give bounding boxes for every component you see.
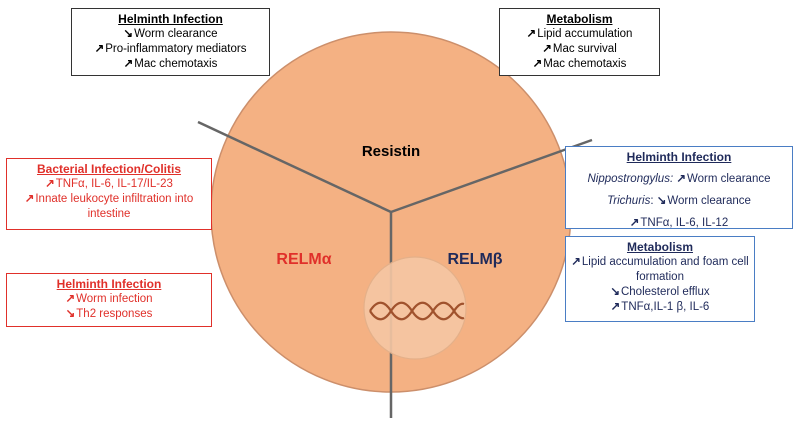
line-text: Mac chemotaxis xyxy=(134,58,218,70)
box-line: ↗TNFα, IL-6, IL-17/IL-23 xyxy=(11,177,207,192)
resistin-helminth-box: Helminth Infection ↘Worm clearance ↗Pro-… xyxy=(71,8,270,76)
box-title: Helminth Infection xyxy=(626,150,732,164)
down-arrow-icon: ↘ xyxy=(656,195,667,207)
box-line: ↗Mac survival xyxy=(504,42,655,57)
up-arrow-icon: ↗ xyxy=(571,256,581,268)
line-text: Worm clearance xyxy=(134,28,218,40)
down-arrow-icon: ↘ xyxy=(610,286,620,298)
line-text: Worm clearance xyxy=(667,195,751,207)
line-text: TNFα, IL-6, IL-12 xyxy=(640,217,729,229)
up-arrow-icon: ↗ xyxy=(24,193,35,205)
line-text: Worm infection xyxy=(76,293,153,305)
box-line: ↘Worm clearance xyxy=(76,27,265,42)
box-line: ↗Lipid accumulation and foam cell format… xyxy=(570,255,750,285)
up-arrow-icon: ↗ xyxy=(45,178,55,190)
separator: : xyxy=(650,195,654,207)
relm-alpha-label: RELMα xyxy=(276,251,331,268)
line-text: TNFα,IL-1 β, IL-6 xyxy=(621,301,710,313)
box-line: ↘Cholesterol efflux xyxy=(570,285,750,300)
relm-beta-label: RELMβ xyxy=(447,251,502,268)
line-text: Innate leukocyte infiltration into intes… xyxy=(35,193,194,220)
line-text: Mac survival xyxy=(552,43,617,55)
line-text: Lipid accumulation xyxy=(537,28,633,40)
box-line: ↗Mac chemotaxis xyxy=(76,57,265,72)
box-title: Helminth Infection xyxy=(56,277,162,291)
down-arrow-icon: ↘ xyxy=(123,28,134,40)
box-title: Bacterial Infection/Colitis xyxy=(36,162,182,176)
box-line: ↗TNFα, IL-6, IL-12 xyxy=(570,216,788,231)
box-line: ↗Worm infection xyxy=(11,292,207,307)
up-arrow-icon: ↗ xyxy=(610,301,621,313)
up-arrow-icon: ↗ xyxy=(629,217,640,229)
species-label: Nippostrongylus: xyxy=(587,173,674,185)
box-line: ↘Th2 responses xyxy=(11,307,207,322)
relma-helminth-box: Helminth Infection ↗Worm infection ↘Th2 … xyxy=(6,273,212,327)
box-title: Helminth Infection xyxy=(118,12,223,26)
relmb-metabolism-box: Metabolism ↗Lipid accumulation and foam … xyxy=(565,236,755,322)
box-line: Trichuris: ↘Worm clearance xyxy=(570,194,788,209)
box-line: ↗Mac chemotaxis xyxy=(504,57,655,72)
line-text: Mac chemotaxis xyxy=(543,58,627,70)
relmb-helminth-box: Helminth Infection Nippostrongylus: ↗Wor… xyxy=(565,146,793,229)
relma-bacterial-box: Bacterial Infection/Colitis ↗TNFα, IL-6,… xyxy=(6,158,212,230)
up-arrow-icon: ↗ xyxy=(526,28,537,40)
resistin-label: Resistin xyxy=(362,143,420,160)
box-title: Metabolism xyxy=(626,240,693,254)
line-text: Th2 responses xyxy=(76,308,153,320)
up-arrow-icon: ↗ xyxy=(123,58,134,70)
resistin-metabolism-box: Metabolism ↗Lipid accumulation ↗Mac surv… xyxy=(499,8,660,76)
up-arrow-icon: ↗ xyxy=(94,43,105,55)
box-title: Metabolism xyxy=(546,12,613,26)
box-line: ↗Pro-inflammatory mediators xyxy=(76,42,265,57)
line-text: Pro-inflammatory mediators xyxy=(105,43,247,55)
line-text: Worm clearance xyxy=(686,173,771,185)
up-arrow-icon: ↗ xyxy=(65,293,76,305)
box-line: ↗Lipid accumulation xyxy=(504,27,655,42)
line-text: TNFα, IL-6, IL-17/IL-23 xyxy=(55,178,173,190)
line-text: Cholesterol efflux xyxy=(620,286,710,298)
box-line: ↗Innate leukocyte infiltration into inte… xyxy=(11,192,207,222)
up-arrow-icon: ↗ xyxy=(532,58,543,70)
divider-right xyxy=(390,138,593,214)
species-label: Trichuris xyxy=(607,195,651,207)
box-line: Nippostrongylus: ↗Worm clearance xyxy=(570,172,788,187)
protein-helix-icon xyxy=(369,301,465,321)
divider-left xyxy=(197,120,392,214)
line-text: Lipid accumulation and foam cell formati… xyxy=(581,256,749,283)
up-arrow-icon: ↗ xyxy=(542,43,552,55)
down-arrow-icon: ↘ xyxy=(65,308,76,320)
up-arrow-icon: ↗ xyxy=(676,173,686,185)
box-line: ↗TNFα,IL-1 β, IL-6 xyxy=(570,300,750,315)
